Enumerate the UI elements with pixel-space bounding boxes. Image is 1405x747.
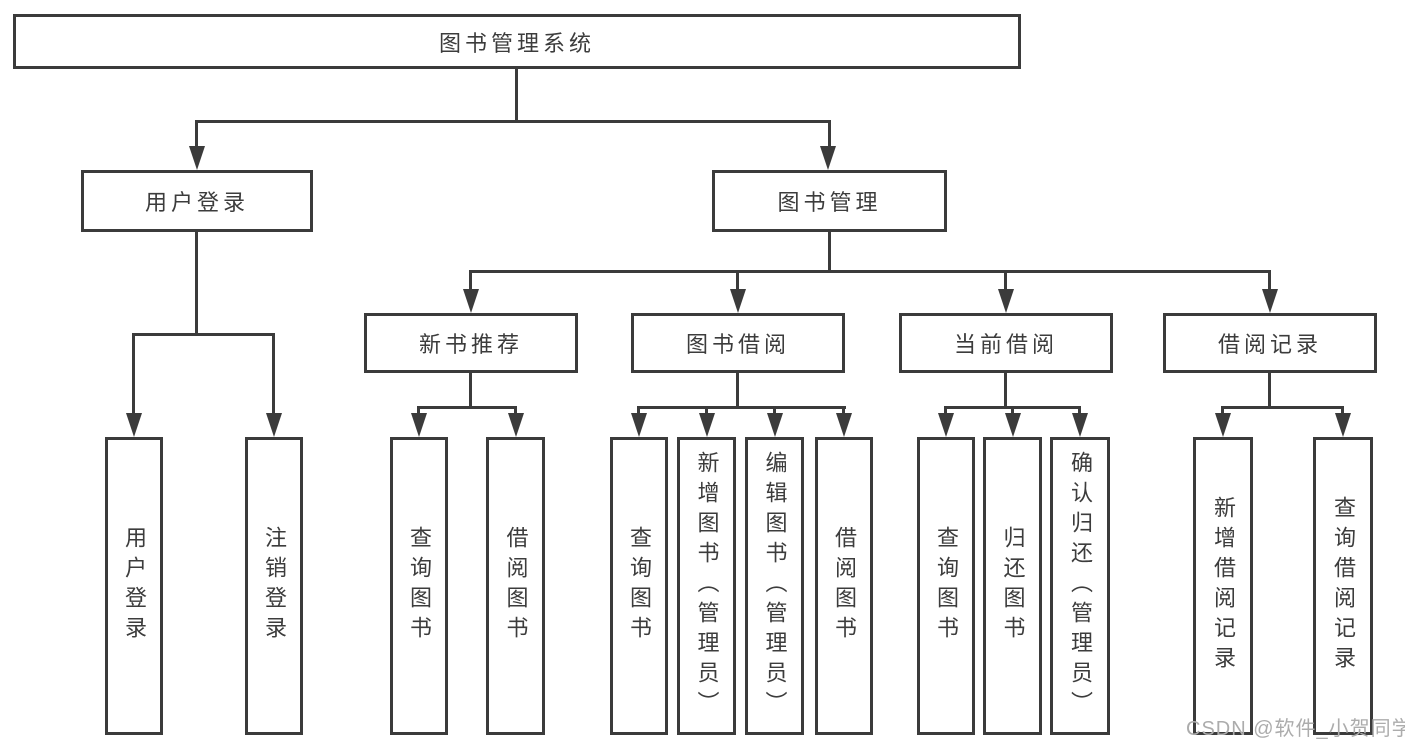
node-label: 查询图书 (407, 526, 432, 646)
connector-line (1004, 270, 1007, 292)
node-label: 当前借阅 (953, 332, 1058, 357)
node-label: 借阅图书 (832, 526, 857, 646)
arrow-down-icon (836, 413, 852, 437)
arrow-down-icon (699, 413, 715, 437)
connector-line (132, 333, 275, 336)
node-label: 注销登录 (262, 526, 287, 646)
node-label: 用户登录 (122, 526, 147, 646)
connector-line (773, 406, 776, 415)
node-leaf-logout: 注销登录 (245, 437, 303, 735)
connector-line (195, 120, 198, 148)
node-label: 查询图书 (627, 526, 652, 646)
node-leaf-query-books-current: 查询图书 (917, 437, 975, 735)
connector-line (705, 406, 708, 415)
arrow-down-icon (266, 413, 282, 437)
connector-line (195, 232, 198, 336)
connector-line (195, 120, 829, 123)
arrow-down-icon (1005, 413, 1021, 437)
connector-line (828, 120, 831, 148)
connector-line (842, 406, 845, 415)
connector-line (469, 270, 472, 292)
connector-line (417, 406, 517, 409)
connector-line (1078, 406, 1081, 415)
node-label: 用户登录 (144, 190, 249, 215)
arrow-down-icon (631, 413, 647, 437)
arrow-down-icon (767, 413, 783, 437)
node-new-book-recommendation: 新书推荐 (364, 313, 578, 373)
connector-line (469, 373, 472, 409)
node-leaf-borrow-books: 借阅图书 (815, 437, 873, 735)
node-current-borrowing: 当前借阅 (899, 313, 1113, 373)
node-book-management: 图书管理 (712, 170, 947, 232)
node-leaf-add-books-admin: 新增图书（管理员） (677, 437, 736, 735)
node-label: 借阅图书 (503, 526, 529, 646)
watermark: CSDN @软件_小贺同学 (1186, 718, 1405, 740)
connector-line (1268, 373, 1271, 409)
node-label: 编辑图书（管理员） (762, 451, 788, 721)
arrow-down-icon (126, 413, 142, 437)
arrow-down-icon (508, 413, 524, 437)
connector-line (1268, 270, 1271, 292)
node-user-login: 用户登录 (81, 170, 313, 232)
node-leaf-query-borrow-record: 查询借阅记录 (1313, 437, 1373, 735)
node-label: 新增借阅记录 (1211, 496, 1236, 676)
arrow-down-icon (998, 289, 1014, 313)
node-leaf-confirm-return-admin: 确认归还（管理员） (1050, 437, 1110, 735)
node-leaf-return-books: 归还图书 (983, 437, 1042, 735)
node-label: 图书管理系统 (438, 30, 595, 56)
node-label: 归还图书 (1000, 526, 1026, 646)
connector-line (637, 406, 846, 409)
connector-line (1221, 406, 1344, 409)
arrow-down-icon (1072, 413, 1088, 437)
arrow-down-icon (1215, 413, 1231, 437)
connector-line (417, 406, 420, 415)
arrow-down-icon (1262, 289, 1278, 313)
connector-line (515, 68, 518, 123)
arrow-down-icon (189, 146, 205, 170)
node-label: 确认归还（管理员） (1068, 451, 1093, 721)
node-label: 查询借阅记录 (1331, 496, 1356, 676)
connector-line (272, 333, 275, 417)
node-label: 新增图书（管理员） (694, 451, 720, 721)
node-label: 借阅记录 (1217, 332, 1322, 357)
arrow-down-icon (938, 413, 954, 437)
node-leaf-query-books-recommend: 查询图书 (390, 437, 448, 735)
connector-line (132, 333, 135, 417)
connector-line (637, 406, 640, 415)
connector-line (944, 406, 947, 415)
arrow-down-icon (463, 289, 479, 313)
arrow-down-icon (1335, 413, 1351, 437)
node-leaf-add-borrow-record: 新增借阅记录 (1193, 437, 1253, 735)
connector-line (469, 270, 1271, 273)
node-book-borrowing: 图书借阅 (631, 313, 845, 373)
node-leaf-user-login: 用户登录 (105, 437, 163, 735)
node-borrowing-records: 借阅记录 (1163, 313, 1377, 373)
node-leaf-query-books-borrow: 查询图书 (610, 437, 668, 735)
connector-line (736, 270, 739, 292)
node-library-management-system: 图书管理系统 (13, 14, 1021, 69)
node-leaf-edit-books-admin: 编辑图书（管理员） (745, 437, 804, 735)
connector-line (1011, 406, 1014, 415)
connector-line (1221, 406, 1224, 415)
connector-line (1004, 373, 1007, 409)
connector-line (514, 406, 517, 415)
arrow-down-icon (730, 289, 746, 313)
connector-line (736, 373, 739, 409)
arrow-down-icon (411, 413, 427, 437)
node-label: 查询图书 (934, 526, 959, 646)
node-label: 图书借阅 (685, 332, 790, 357)
node-leaf-borrow-books-recommend: 借阅图书 (486, 437, 545, 735)
node-label: 新书推荐 (418, 332, 523, 357)
node-label: 图书管理 (777, 190, 882, 215)
connector-line (1341, 406, 1344, 415)
arrow-down-icon (820, 146, 836, 170)
connector-line (828, 232, 831, 273)
